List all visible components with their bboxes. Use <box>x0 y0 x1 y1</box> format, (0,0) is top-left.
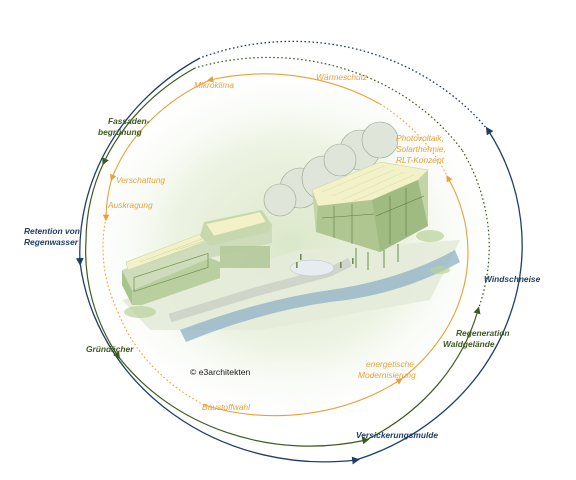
blue-ring <box>75 40 523 465</box>
label-versickerungsmulde: Versickerungsmulde <box>356 430 438 440</box>
label-photovoltaik-line3: RLT-Konzept <box>396 155 445 165</box>
label-retention-line2: Regenwasser <box>24 237 79 247</box>
left-building <box>122 210 273 305</box>
label-photovoltaik-line1: Photovoltaik, <box>396 133 444 143</box>
label-baustoffwahl: Baustoffwahl <box>202 402 251 412</box>
label-gruendaecher: Gründächer <box>86 344 134 354</box>
label-verschattung: Verschattung <box>116 175 165 185</box>
orange-ring <box>102 73 469 417</box>
label-retention-line1: Retention von <box>24 226 80 236</box>
label-mikroklima: Mikroklima <box>194 80 234 90</box>
background-glow <box>75 60 505 430</box>
label-energetische-line2: Modernisierung <box>358 370 416 380</box>
river <box>180 250 460 342</box>
credit-text: © e3architekten <box>190 367 251 377</box>
right-building <box>311 161 429 270</box>
label-waermeschutz: Wärmeschutz <box>316 72 368 82</box>
label-windschneise: Windschneise <box>484 274 541 284</box>
building-illustration <box>122 121 460 342</box>
label-fassaden-line1: Fassaden- <box>108 116 150 126</box>
vegetation <box>124 230 450 318</box>
label-energetische-line1: energetische <box>366 359 414 369</box>
people <box>296 254 354 268</box>
labels: Mikroklima Wärmeschutz Fassaden- begrünu… <box>24 72 541 440</box>
label-auskragung: Auskragung <box>107 200 153 210</box>
label-photovoltaik-line2: Solarthermie, <box>396 144 446 154</box>
label-fassaden-line2: begrünung <box>98 127 142 137</box>
label-regeneration-line2: Waldgelände <box>443 339 495 349</box>
label-regeneration-line1: Regeneration <box>456 328 510 338</box>
green-ring <box>85 56 490 447</box>
